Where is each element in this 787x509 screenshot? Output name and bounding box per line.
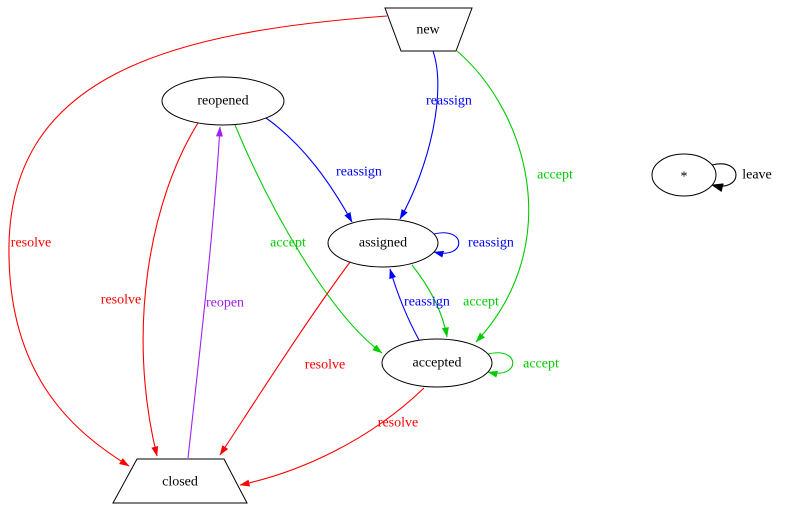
edge-reopened-closed bbox=[142, 122, 199, 457]
node-accepted-shape bbox=[381, 338, 493, 388]
edge-new-accepted bbox=[456, 50, 530, 343]
node-closed-label: closed bbox=[162, 475, 198, 490]
edge-accepted-closed bbox=[239, 387, 425, 487]
node-accepted: accepted bbox=[381, 338, 493, 388]
node-reopened-shape bbox=[161, 76, 285, 126]
node-closed-shape bbox=[112, 458, 248, 504]
node-reopened: reopened bbox=[161, 76, 285, 126]
edge-new-assigned bbox=[399, 50, 439, 220]
node-accepted-label: accepted bbox=[413, 356, 462, 371]
edge-star-self bbox=[711, 163, 737, 193]
edge-label-star-self: leave bbox=[742, 168, 772, 183]
node-assigned-label: assigned bbox=[359, 236, 407, 251]
node-star-shape bbox=[651, 153, 717, 197]
node-assigned: assigned bbox=[327, 218, 439, 268]
node-closed: closed bbox=[112, 458, 248, 504]
edge-label-assigned-closed: resolve bbox=[305, 358, 345, 373]
node-reopened-label: reopened bbox=[197, 94, 248, 109]
node-new: new bbox=[384, 7, 473, 52]
edge-new-closed bbox=[8, 15, 388, 467]
edge-label-assigned-accepted: accept bbox=[463, 295, 499, 310]
nodes: new reopened assigned accepted closed * bbox=[112, 7, 717, 504]
edge-assigned-accepted bbox=[411, 264, 449, 338]
edge-label-accepted-closed: resolve bbox=[378, 416, 418, 431]
edge-accepted-self bbox=[487, 352, 514, 378]
edge-label-accepted-assigned: reassign bbox=[404, 295, 450, 310]
edge-label-new-closed: resolve bbox=[11, 236, 51, 251]
edge-label-new-accepted: accept bbox=[537, 168, 573, 183]
edges: reassign accept resolve reassign accept … bbox=[8, 15, 772, 487]
node-assigned-shape bbox=[327, 218, 439, 268]
edge-reopened-accepted bbox=[234, 124, 383, 354]
edge-label-new-assigned: reassign bbox=[426, 94, 472, 109]
edge-reopened-assigned bbox=[265, 117, 353, 223]
edge-label-reopened-accepted: accept bbox=[270, 236, 306, 251]
edge-label-reopened-closed: resolve bbox=[101, 293, 141, 308]
node-new-shape bbox=[384, 7, 473, 52]
edge-label-accepted-self: accept bbox=[523, 357, 559, 372]
edge-label-reopened-assigned: reassign bbox=[336, 165, 382, 180]
edge-label-closed-reopened: reopen bbox=[206, 296, 244, 311]
node-star-label: * bbox=[681, 170, 688, 185]
edge-accepted-assigned bbox=[389, 268, 420, 341]
node-star: * bbox=[651, 153, 717, 197]
edge-label-assigned-self: reassign bbox=[468, 236, 514, 251]
edge-assigned-self bbox=[433, 232, 460, 258]
node-new-label: new bbox=[416, 23, 440, 38]
edge-closed-reopened bbox=[187, 126, 223, 459]
edge-assigned-closed bbox=[219, 261, 351, 456]
